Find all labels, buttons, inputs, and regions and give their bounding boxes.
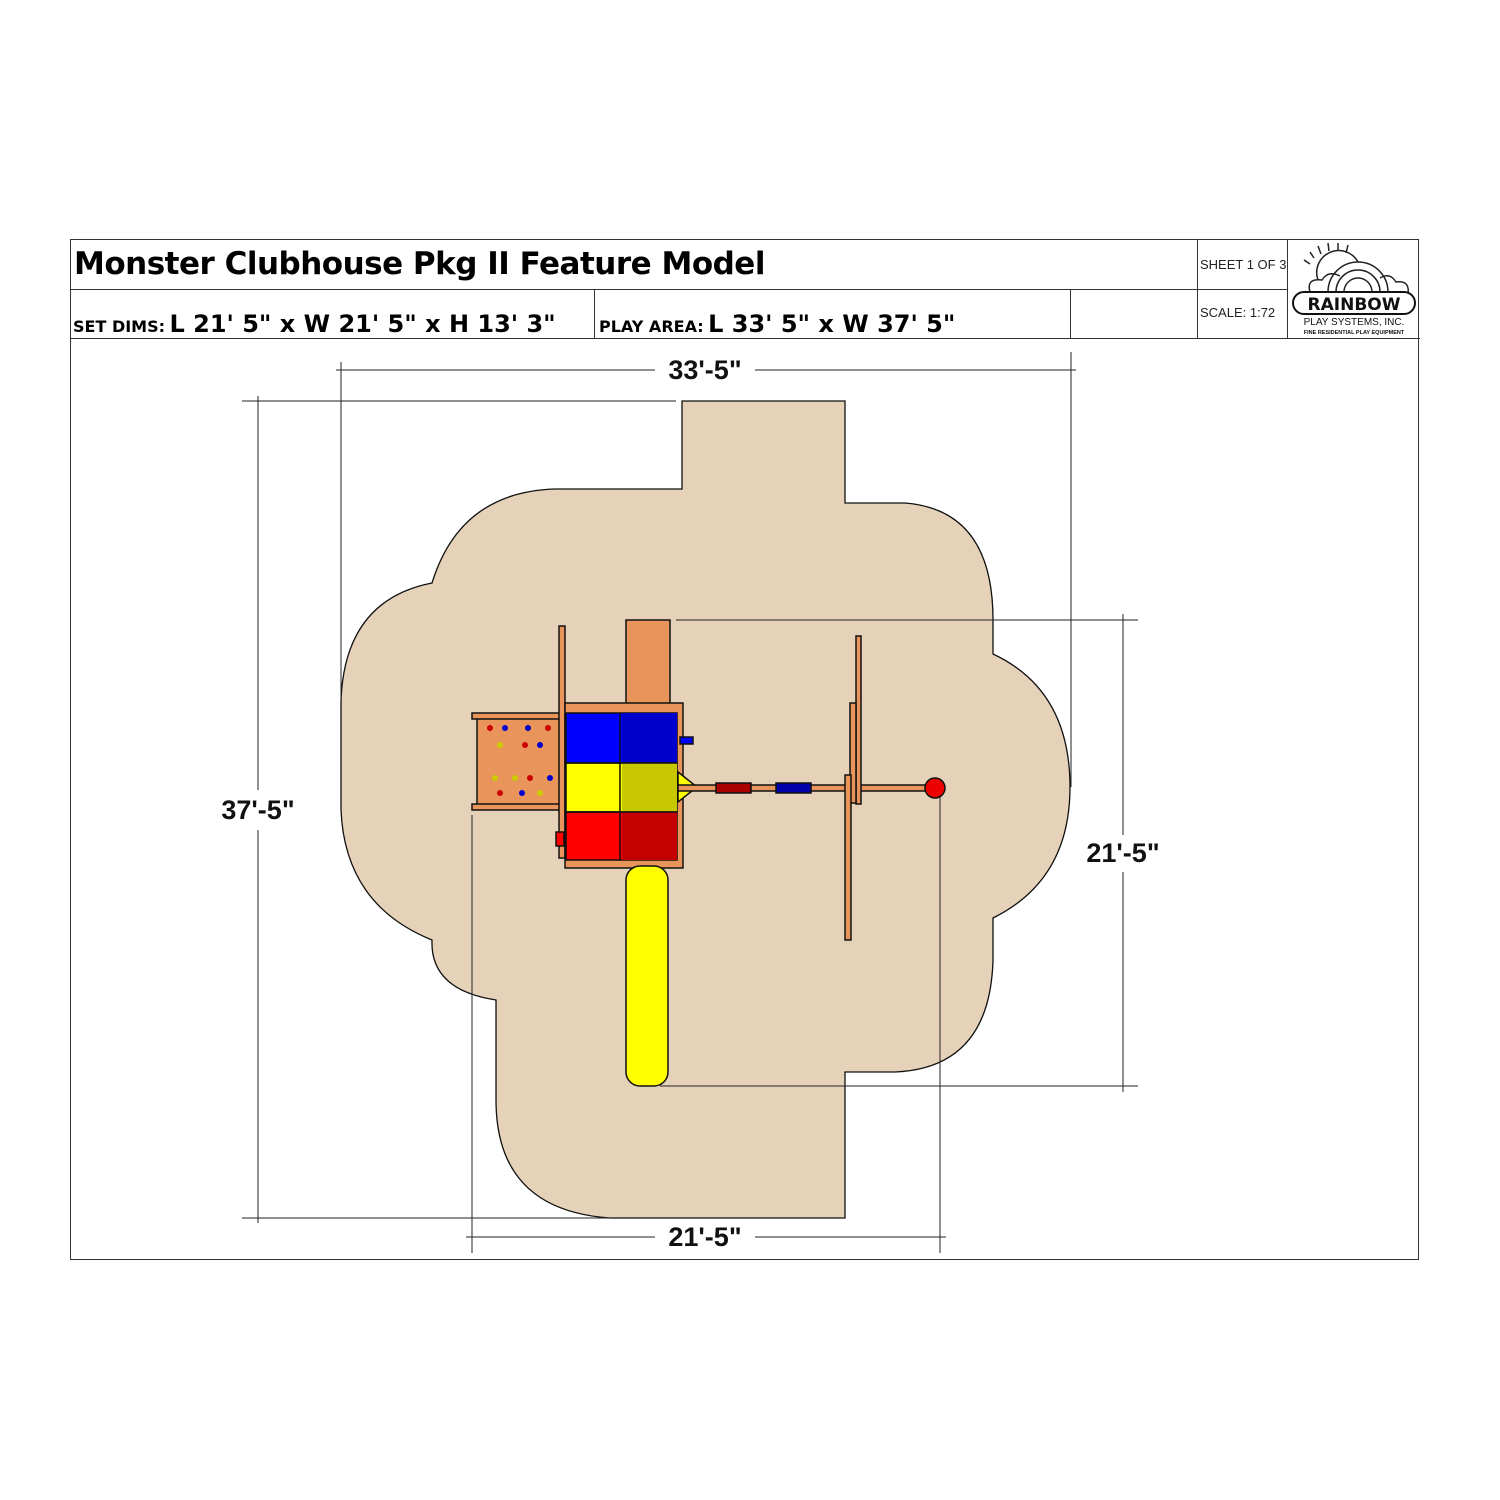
- climbing-rocks: [487, 725, 553, 796]
- rainbow-logo: RAINBOW PLAY SYSTEMS, INC. FINE RESIDENT…: [1288, 240, 1420, 339]
- logo-company: PLAY SYSTEMS, INC.: [1304, 317, 1405, 328]
- play-width-dimension: 33'-5": [668, 355, 741, 385]
- play-area-value: L 33' 5" x W 37' 5": [708, 310, 956, 338]
- play-length-dimension: 37'-5": [221, 795, 294, 825]
- set-dims: SET DIMS: L 21' 5" x W 21' 5" x H 13' 3": [71, 290, 595, 339]
- ladder: [625, 619, 671, 711]
- rock-wall: [476, 717, 562, 807]
- play-area-label: PLAY AREA:: [599, 317, 704, 336]
- set-dims-value: L 21' 5" x W 21' 5" x H 13' 3": [169, 310, 556, 338]
- swing-seat-blue: [775, 782, 812, 794]
- slide: [625, 865, 669, 1087]
- swing-seat-red: [715, 782, 752, 794]
- dimension-lines: [242, 352, 1138, 1253]
- set-length-dimension: 21'-5": [1086, 838, 1159, 868]
- playset: [471, 619, 946, 1087]
- play-area-shape: [340, 400, 1071, 1219]
- blank-cell: [1071, 290, 1198, 339]
- play-area: PLAY AREA: L 33' 5" x W 37' 5": [595, 290, 1071, 339]
- set-dims-label: SET DIMS:: [73, 317, 166, 336]
- logo-brand: RAINBOW: [1308, 295, 1401, 315]
- sheet-number: SHEET 1 OF 3: [1198, 240, 1288, 290]
- model-title: Monster Clubhouse Pkg II Feature Model: [71, 240, 1198, 290]
- set-width-dimension: 21'-5": [668, 1222, 741, 1252]
- tire-swing: [924, 777, 946, 799]
- logo-tagline: FINE RESIDENTIAL PLAY EQUIPMENT: [1304, 330, 1405, 336]
- title-block: Monster Clubhouse Pkg II Feature Model S…: [70, 239, 1420, 1260]
- scale: SCALE: 1:72: [1198, 290, 1288, 339]
